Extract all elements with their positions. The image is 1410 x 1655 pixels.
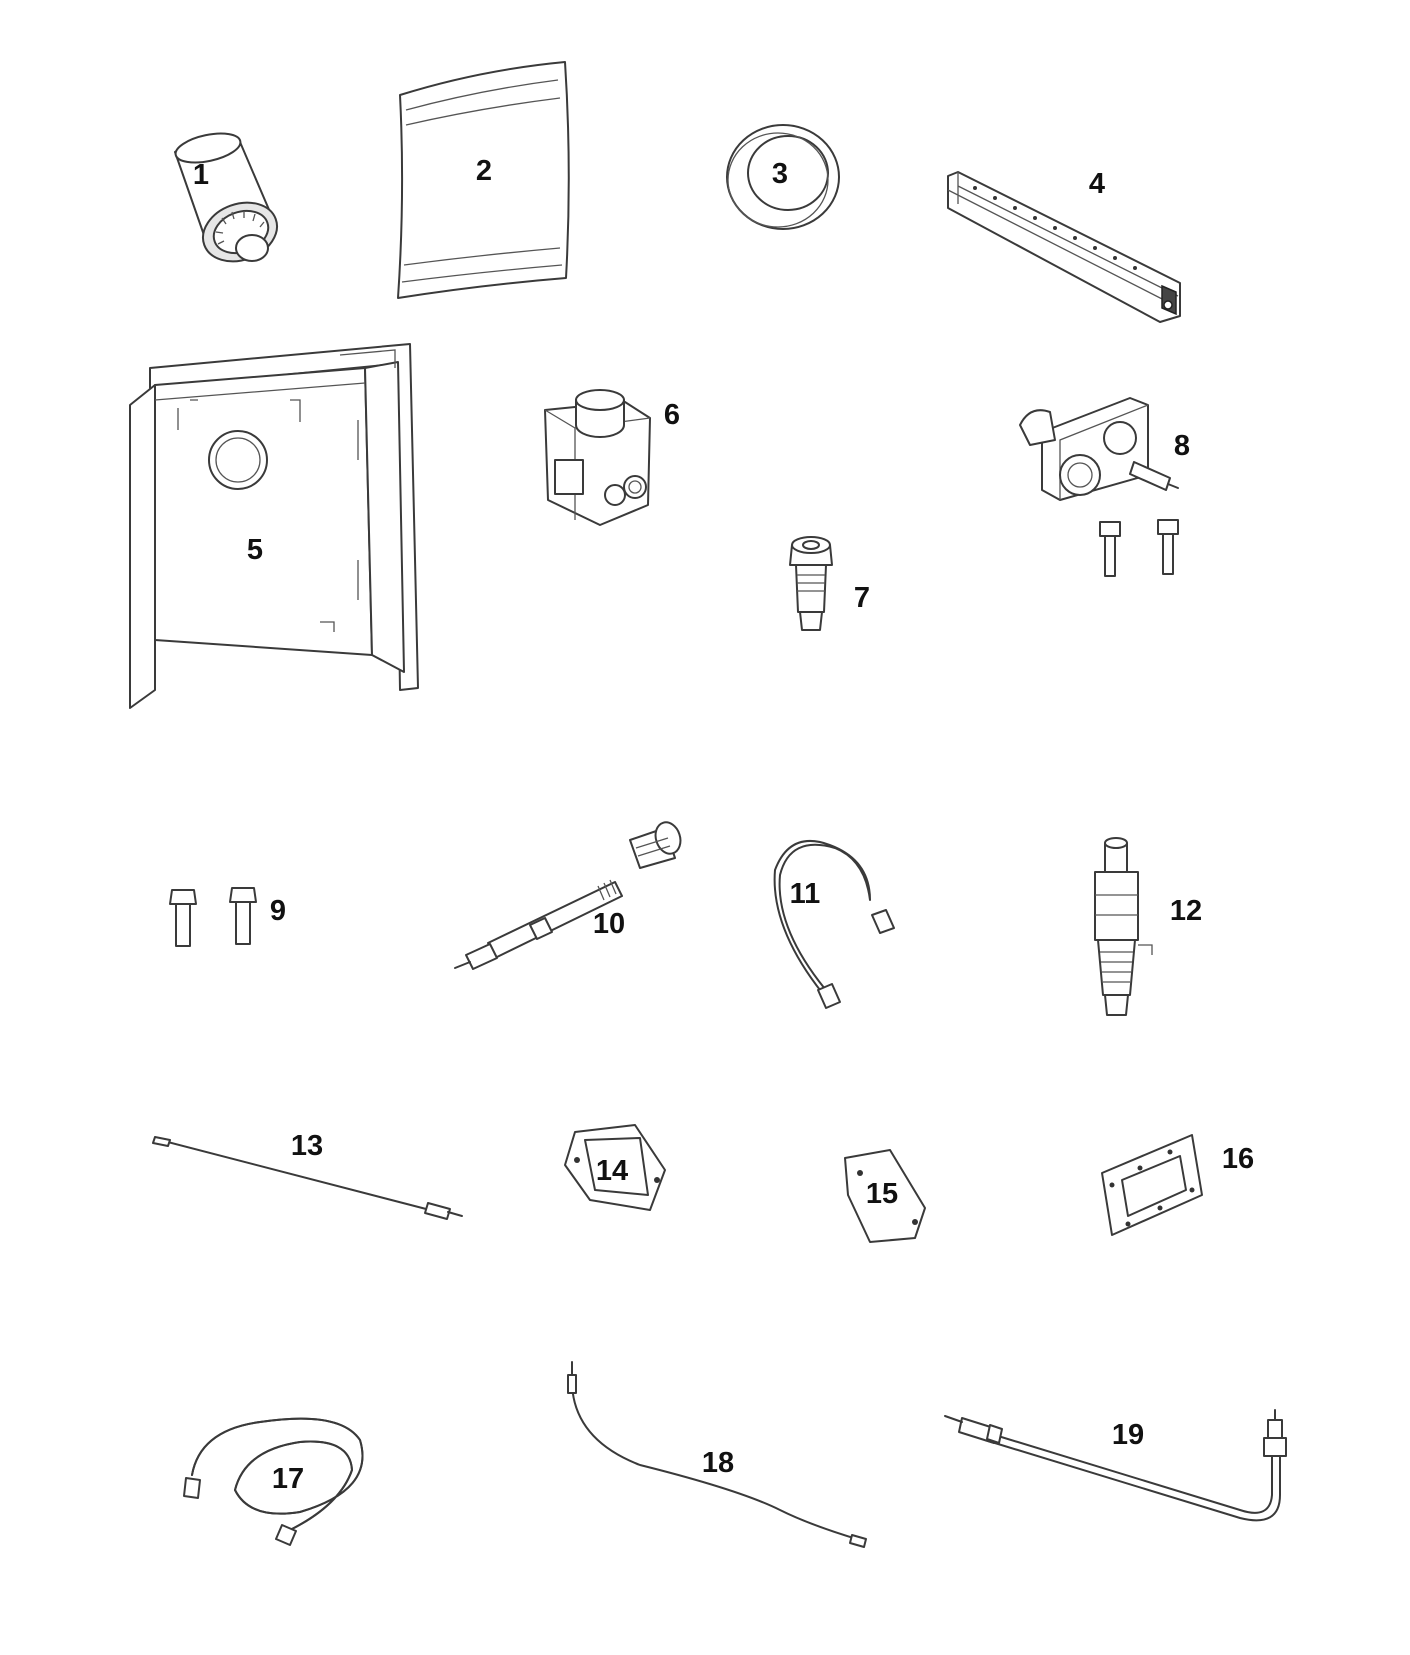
gas-valve-icon	[544, 389, 651, 526]
flex-tube-icon	[183, 1417, 364, 1546]
orifice-icon	[789, 536, 833, 631]
part-label-15: 15	[866, 1178, 898, 1210]
part-label-18: 18	[702, 1447, 734, 1479]
part-label-2: 2	[476, 155, 492, 187]
part-label-19: 19	[1112, 1419, 1144, 1451]
part-label-6: 6	[664, 399, 680, 431]
control-knob-icon	[174, 132, 278, 263]
igniter-wire-icon	[773, 840, 895, 1009]
part-label-4: 4	[1089, 168, 1105, 200]
cover-plate-icon	[844, 1149, 926, 1243]
screws-icon	[169, 887, 257, 947]
part-label-13: 13	[291, 1130, 323, 1162]
part-label-1: 1	[193, 159, 209, 191]
part-labels: 1 2 3 4 5 6 7 8 9 10 11 12 13 14 15 16 1…	[193, 155, 1254, 1495]
pilot-assembly-icon	[1019, 397, 1179, 577]
firebox-liner-icon	[129, 343, 419, 709]
part-label-11: 11	[790, 878, 821, 910]
part-label-9: 9	[270, 895, 286, 927]
igniter-button-icon	[1094, 837, 1153, 1016]
thermopile-lead-icon	[567, 1361, 867, 1548]
part-label-14: 14	[596, 1155, 628, 1187]
part-label-8: 8	[1174, 430, 1190, 462]
gasket-frame-icon	[1101, 1134, 1203, 1236]
burner-tube-icon	[947, 171, 1181, 323]
part-label-16: 16	[1222, 1143, 1254, 1175]
gasket-plate-icon	[564, 1124, 666, 1211]
part-label-3: 3	[772, 158, 788, 190]
pilot-tube-icon	[944, 1409, 1287, 1522]
part-label-17: 17	[272, 1463, 304, 1495]
part-label-7: 7	[854, 582, 870, 614]
part-label-12: 12	[1170, 895, 1202, 927]
access-panel-icon	[397, 61, 570, 299]
piezo-igniter-icon	[454, 821, 682, 970]
part-label-5: 5	[247, 534, 263, 566]
part-label-10: 10	[593, 908, 625, 940]
gasket-ring-icon	[726, 124, 840, 230]
thermocouple-icon	[152, 1136, 463, 1220]
